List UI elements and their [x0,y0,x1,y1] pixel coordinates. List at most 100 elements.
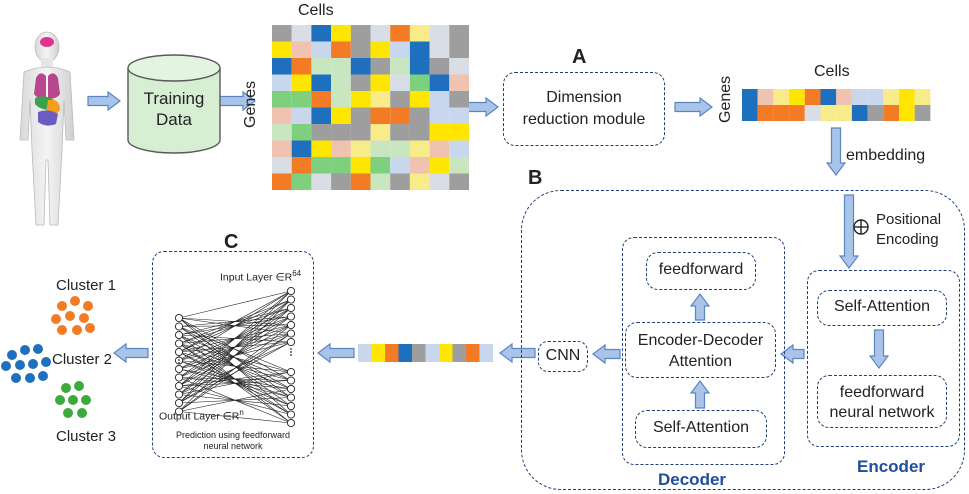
matrix1-cell [449,107,469,124]
training-data-cylinder [127,54,221,154]
module-a-line-1: Dimension [546,89,622,106]
arrow-into-encoder [838,194,860,269]
module-c-box [152,251,314,458]
matrix1-cell [331,58,351,75]
arrow-decoder-to-cnn [592,343,621,365]
output-layer-text: Output Layer ∈R [159,410,240,423]
input-layer-text: Input Layer ∈R [220,271,293,284]
module-b-box [521,190,965,490]
nn-edge [178,326,292,373]
cluster-2-dot [38,371,48,381]
cluster-dots [1,296,95,418]
matrix1-cell [331,124,351,141]
matrix1-cell [370,124,391,141]
matrix1-cell [331,74,351,91]
matrix1-cell [409,91,430,108]
nn-output-node [286,418,296,428]
cluster-1-dot [79,313,89,323]
matrix1-cell [409,58,430,75]
arrow-selfattn-to-encdec [689,380,711,409]
matrix2-cell [820,105,837,121]
encoder-ff-line-2: neural network [829,404,935,421]
module-b-letter: B [528,167,543,189]
matrix2-ylabel: Genes [717,75,734,123]
matrix1-cell [429,157,450,174]
matrix2-cell [851,89,868,105]
matrix1-cell [370,58,391,75]
nn-output-node [286,295,296,304]
matrix1-cell [409,173,430,190]
nn-edge [178,290,292,319]
matrix2-cell [899,89,915,105]
cluster-3-label: Cluster 3 [56,428,117,445]
cluster-1-dot [57,301,67,311]
nn-ellipsis-dot [178,356,180,358]
nn-caption-line-1: Prediction using feedforward [175,430,291,440]
matrix1-cell [350,41,371,58]
matrix1-cell [291,140,312,157]
matrix1-cell [350,157,371,174]
matrix1-cell [409,107,430,124]
nn-ellipsis-dot [290,348,292,350]
matrix1-cell [350,140,371,157]
matrix2-cell [883,105,899,121]
matrix1-cell [409,140,430,157]
matrix1-cell [350,58,371,75]
enc-dec-line-2: Attention [668,353,733,370]
matrix1-cell [429,173,450,190]
nn-input-node [174,364,184,374]
matrix1-cell [350,124,371,141]
sequence-cell [385,344,399,362]
cnn-box [538,341,588,372]
matrix1-title: Cells [298,2,334,19]
sequence-cell [466,344,480,362]
cluster-1-label: Cluster 1 [56,277,117,294]
arrow-module-a-to-matrix2 [674,96,713,118]
gene-cell-matrix [272,25,469,190]
matrix2-cell [773,89,790,105]
matrix1-cell [370,25,391,42]
nn-edge [178,371,292,387]
module-a-letter: A [572,46,587,68]
nn-ellipsis-dot [178,362,180,364]
matrix1-cell [390,157,410,174]
matrix2-cell [742,105,758,121]
nn-edge [178,333,292,412]
matrix1-cell [449,140,469,157]
nn-edge [178,290,292,353]
matrix1-cell [350,173,371,190]
module-c-letter: C [224,231,239,253]
output-layer-label: Output Layer ∈Rn [159,409,244,422]
cluster-1-dot [72,325,82,335]
nn-caption: Prediction using feedforward neural netw… [152,430,314,452]
matrix2-cell [899,105,915,121]
matrix1-cell [311,74,332,91]
matrix2-cell [773,105,790,121]
matrix1-cell [272,25,292,42]
nn-edge [178,343,292,373]
embedding-label: embedding [846,147,926,164]
nn-edge [178,360,292,373]
decoder-feedforward-box [646,252,756,290]
matrix1-cell [429,91,450,108]
matrix1-cell [370,107,391,124]
sequence-cell [452,344,466,362]
sequence-cell [439,344,453,362]
module-a-box [503,72,665,146]
nn-input-node [174,381,184,391]
cluster-1-dot [57,325,67,335]
matrix1-cell [449,58,469,75]
matrix1-cell [272,58,292,75]
matrix2-cell [914,105,931,121]
nn-output-node [286,376,296,385]
matrix1-cell [429,58,450,75]
matrix1-cell [311,58,332,75]
nn-edge [178,388,292,412]
decoder-feedforward-label: feedforward [658,261,744,278]
matrix1-cell [272,140,292,157]
nn-input-node [174,398,184,408]
matrix2-cell [867,89,884,105]
nn-input-node [174,313,184,323]
decoder-self-attention-box [635,410,767,448]
output-layer-sup: n [239,408,244,417]
